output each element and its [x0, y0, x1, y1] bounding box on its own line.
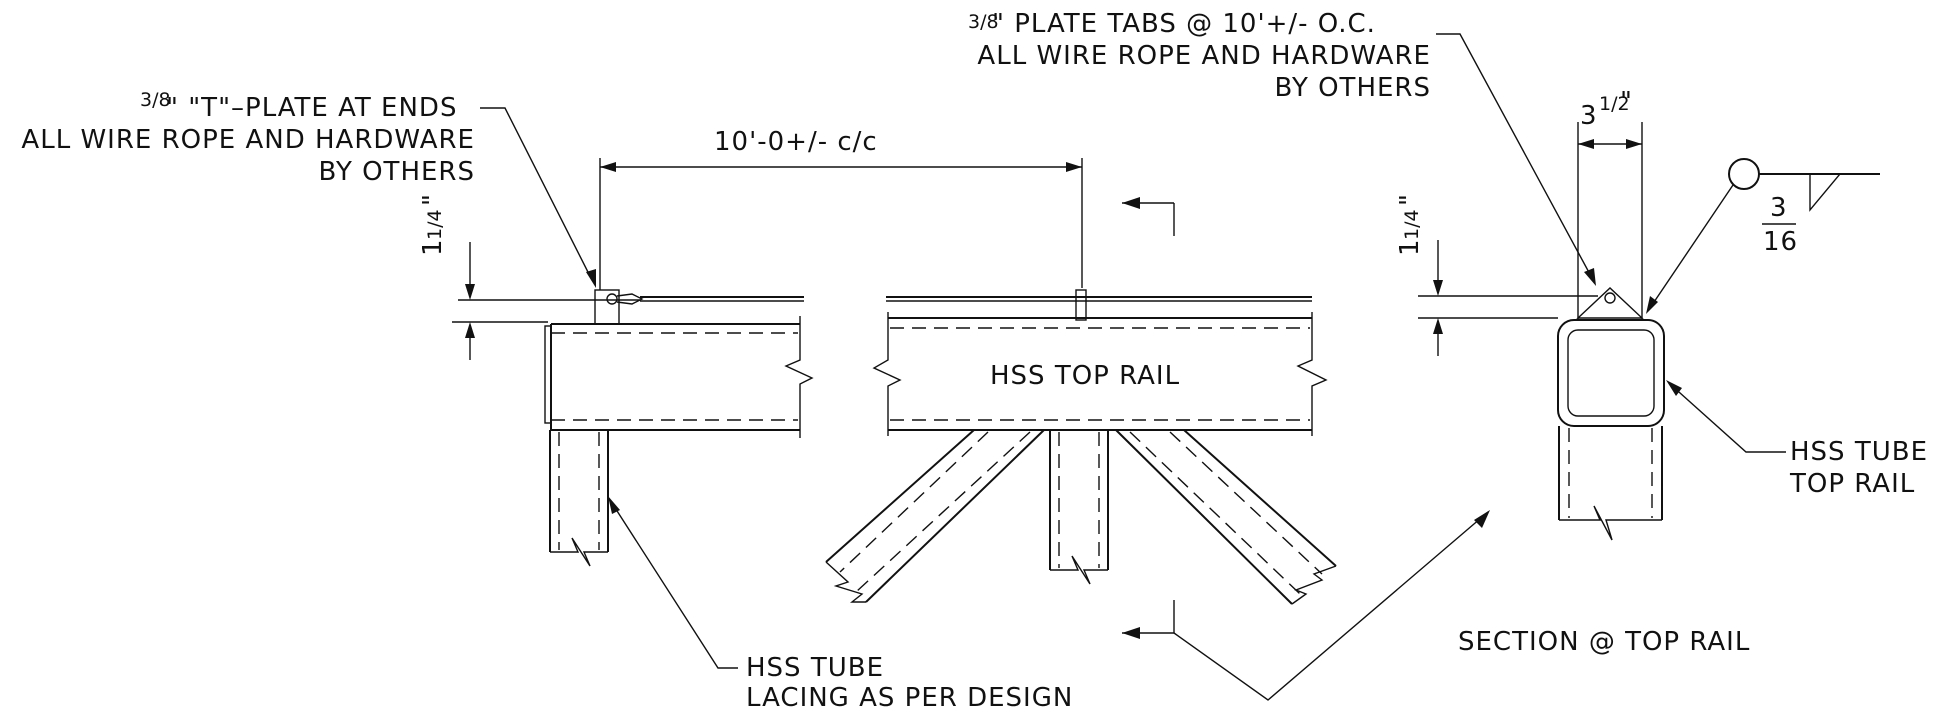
tplate-label-line3: BY OTHERS: [319, 157, 475, 187]
tabs-callout: 3/8 " PLATE TABS @ 10'+/- O.C. ALL WIRE …: [968, 9, 1596, 286]
left-dimension-fraction: 1/4: [424, 209, 446, 240]
rail-name-label: HSS TOP RAIL: [990, 361, 1180, 391]
width-dimension-fraction: 1/2: [1599, 93, 1630, 115]
spacing-label: 10'-0+/- c/c: [714, 127, 878, 157]
right-dimension-inch: ": [1395, 193, 1425, 206]
right-dimension-fraction: 1/4: [1401, 209, 1423, 240]
lacing-label-line2: LACING AS PER DESIGN: [746, 683, 1073, 713]
tplate-callout: 3/8 " "T"–PLATE AT ENDS ALL WIRE ROPE AN…: [21, 89, 596, 288]
tabs-label-line2: ALL WIRE ROPE AND HARDWARE: [977, 41, 1431, 71]
spacing-dimension: 10'-0+/- c/c: [599, 127, 1083, 290]
tplate-label-line1: " "T"–PLATE AT ENDS: [166, 93, 457, 123]
left-plate-dimension: 1 1/4 ": [418, 193, 640, 360]
tplate-label-line2: ALL WIRE ROPE AND HARDWARE: [21, 125, 475, 155]
tabs-label-line3: BY OTHERS: [1275, 73, 1431, 103]
lacing-label-line1: HSS TUBE: [746, 653, 884, 683]
tube-label-line1: HSS TUBE: [1790, 437, 1928, 467]
weld-symbol: 3 16: [1646, 158, 1880, 314]
left-dimension-inch: ": [418, 193, 448, 206]
lacing-callout: HSS TUBE LACING AS PER DESIGN: [608, 496, 1073, 713]
right-plate-dimension: 1 1/4 ": [1395, 193, 1598, 356]
tabs-label-line1: " PLATE TABS @ 10'+/- O.C.: [992, 9, 1376, 39]
section-view: SECTION @ TOP RAIL: [1458, 287, 1750, 657]
left-dimension-whole: 1: [418, 238, 448, 256]
weld-size-numerator: 3: [1770, 193, 1788, 223]
width-dimension-inch: ": [1620, 87, 1633, 117]
section-title: SECTION @ TOP RAIL: [1458, 627, 1750, 657]
left-rail-segment: [544, 289, 814, 567]
tabs-fraction: 3/8: [968, 11, 999, 33]
tube-callout: HSS TUBE TOP RAIL: [1666, 380, 1928, 499]
weld-size-denominator: 16: [1763, 227, 1798, 257]
width-dimension: 3 1/2 ": [1577, 87, 1643, 320]
right-dimension-whole: 1: [1395, 238, 1425, 256]
section-cut-marks: [1122, 197, 1490, 701]
tube-label-line2: TOP RAIL: [1789, 469, 1915, 499]
center-rail-segment: HSS TOP RAIL: [825, 289, 1337, 605]
weld-all-around-icon: [1728, 158, 1760, 190]
tplate-fraction: 3/8: [140, 89, 171, 111]
width-dimension-whole: 3: [1580, 101, 1598, 131]
